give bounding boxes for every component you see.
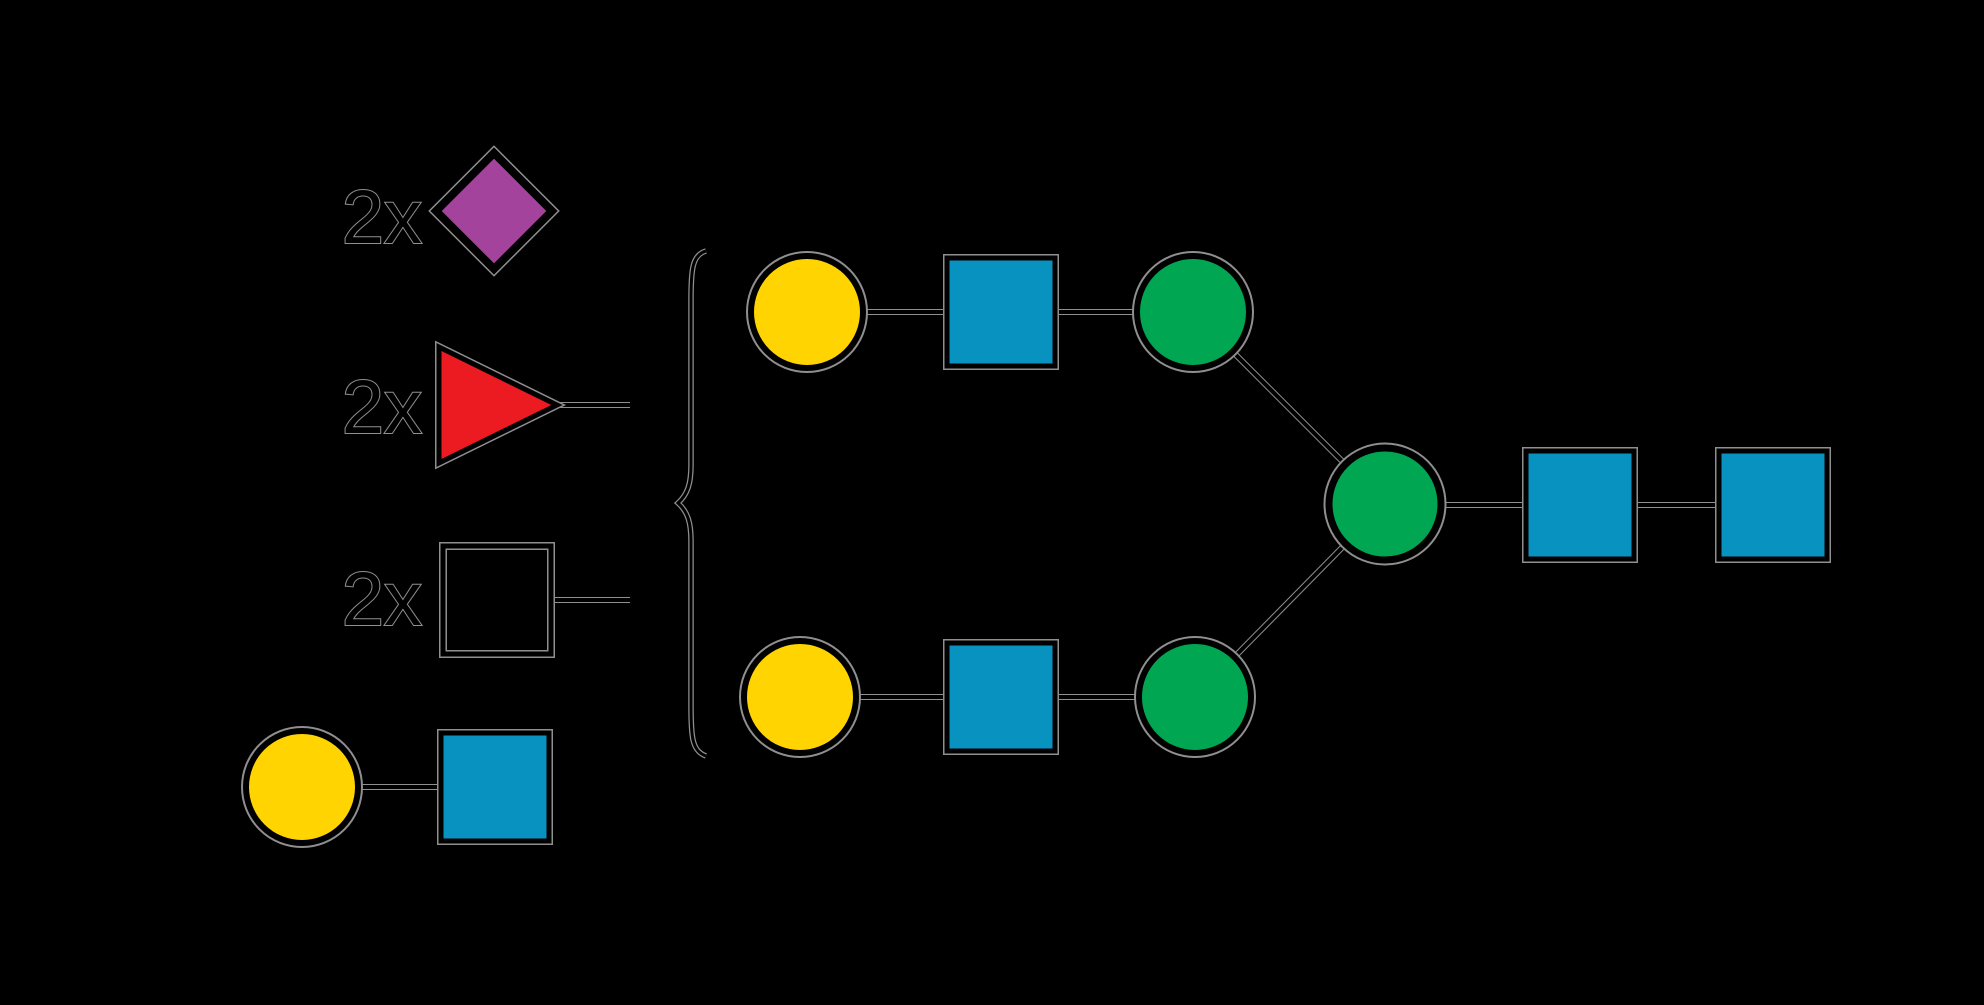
open-square-icon	[439, 542, 555, 658]
neu5ac-diamond-icon	[428, 145, 560, 277]
top-galactose-circle	[746, 251, 868, 373]
core-chain	[1323, 442, 1831, 566]
top-mannose-circle	[1132, 251, 1254, 373]
legend-row-open-square: 2x	[341, 542, 555, 658]
legend: 2x 2x 2x	[241, 145, 567, 848]
glcnac-square-icon	[437, 729, 553, 845]
top-branch	[746, 251, 1254, 373]
core-mannose-circle	[1323, 442, 1447, 566]
fucose-triangle-icon	[435, 340, 567, 470]
bottom-galactose-circle	[739, 636, 861, 758]
glycan-structure	[739, 251, 1831, 758]
top-glcnac-square	[943, 254, 1059, 370]
galactose-circle-icon	[241, 726, 363, 848]
open-square-count-label: 2x	[342, 557, 422, 642]
bottom-branch	[739, 636, 1256, 758]
left-curly-brace	[673, 248, 708, 759]
bottom-mannose-circle	[1134, 636, 1256, 758]
loose-pair	[241, 726, 553, 848]
neu5ac-count-label: 2x	[342, 175, 422, 260]
legend-row-fucose: 2x	[341, 340, 567, 470]
fucose-count-label: 2x	[342, 365, 422, 450]
core-glcnac-square-1	[1522, 447, 1638, 563]
bottom-glcnac-square	[943, 639, 1059, 755]
core-glcnac-square-2	[1715, 447, 1831, 563]
legend-row-neu5ac: 2x	[341, 145, 560, 277]
